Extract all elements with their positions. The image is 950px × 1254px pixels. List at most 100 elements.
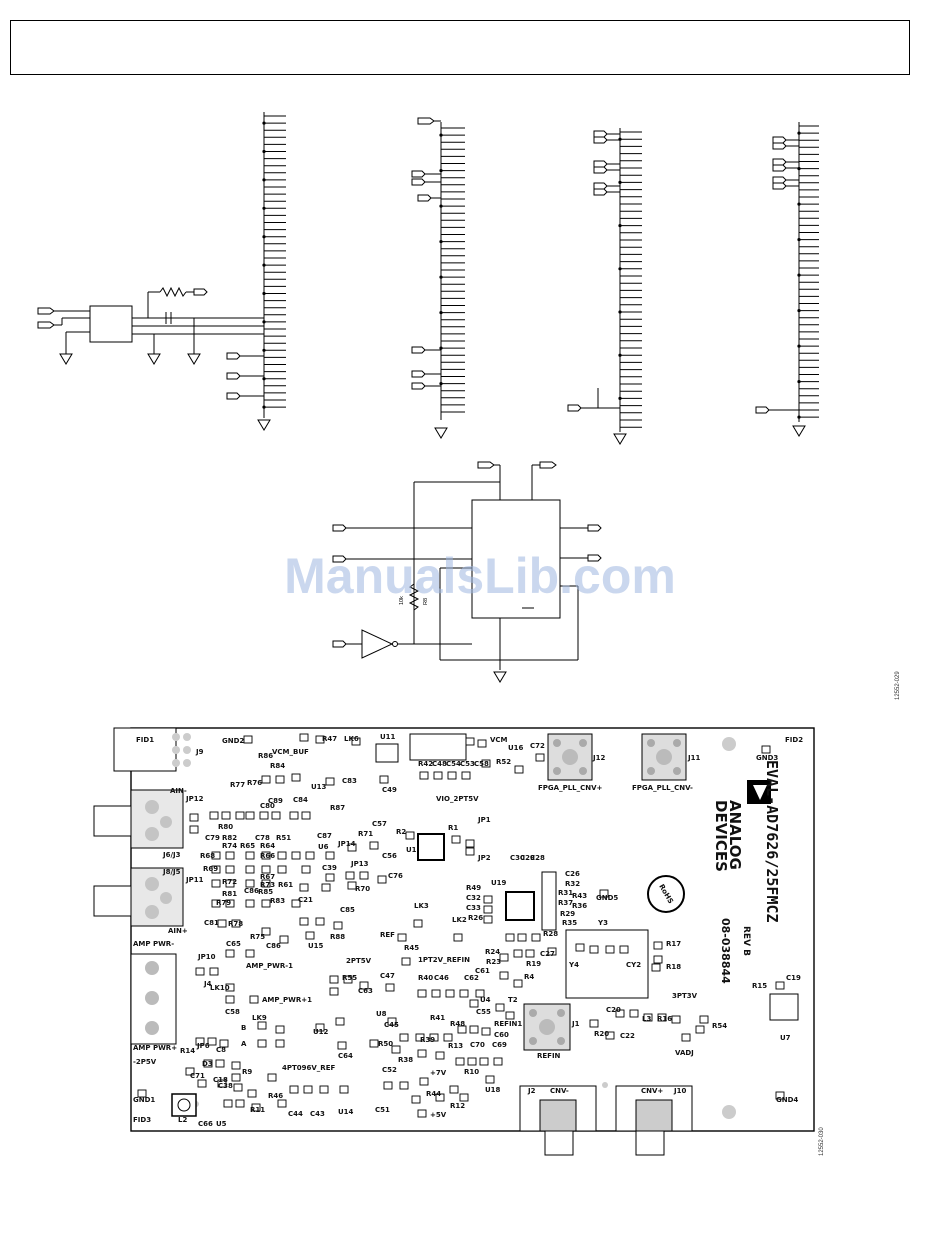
silk-label: C39: [322, 864, 337, 872]
silk-label: REF: [380, 931, 395, 939]
silk-label: C21: [298, 896, 313, 904]
silk-label: R42: [418, 760, 433, 768]
silk-label: C45: [384, 1021, 399, 1029]
silk-label: C65: [226, 940, 241, 948]
silk-label: C29: [520, 854, 535, 862]
silk-label: L2: [178, 1116, 187, 1124]
silk-label: +5V: [430, 1111, 447, 1119]
silk-label: J2: [527, 1087, 536, 1095]
silk-label: AIN-: [170, 787, 187, 795]
silk-label: R46: [268, 1092, 283, 1100]
silk-label: R39: [420, 1036, 435, 1044]
resistor-ref-label: R8: [423, 598, 429, 605]
silk-label: J4: [203, 980, 212, 988]
silk-label: R38: [398, 1056, 413, 1064]
silk-label: R18: [666, 963, 681, 971]
silk-label: R83: [270, 897, 285, 905]
silk-label: +7V: [430, 1069, 447, 1077]
silk-label: CNV-: [550, 1087, 569, 1095]
silk-label: C18: [213, 1076, 228, 1084]
silk-label: AMP PWR-: [133, 940, 174, 948]
silk-label: R54: [712, 1022, 727, 1030]
silk-label: R4: [524, 973, 534, 981]
silk-label: LK2: [452, 916, 467, 924]
silk-label: 1PT2V_REFIN: [418, 956, 470, 964]
silk-label: C54: [446, 760, 461, 768]
silk-label: GND2: [222, 737, 244, 745]
pcb-figure-number: 12552-030: [819, 1127, 825, 1156]
silk-label: C84: [293, 796, 308, 804]
silk-label: R11: [250, 1106, 265, 1114]
silk-label: C80: [260, 802, 275, 810]
silk-label: C33: [466, 904, 481, 912]
silk-label: R65: [240, 842, 255, 850]
silk-label: R88: [330, 933, 345, 941]
silk-label: A: [241, 1040, 247, 1048]
connector-column-2: [411, 117, 465, 439]
silk-label: JP13: [350, 860, 369, 868]
board-title: EVAL-AD7626/25FMCZ: [763, 760, 781, 923]
brand-line1: ANALOG: [726, 800, 744, 870]
silk-label: U5: [216, 1120, 227, 1128]
silk-label: GND5: [596, 894, 618, 902]
silk-label: C30: [510, 854, 525, 862]
silk-label: JP2: [477, 854, 491, 862]
brand-line2: DEVICES: [712, 800, 730, 872]
connector-column-4: [755, 122, 819, 437]
silk-label: R64: [260, 842, 275, 850]
silk-label: J9: [195, 748, 204, 756]
analog-devices-logo: [747, 780, 771, 804]
silk-label: R52: [496, 758, 511, 766]
silk-label: R69: [203, 865, 218, 873]
header-frame: [10, 20, 910, 75]
silk-label: CNV+: [641, 1087, 663, 1095]
board-revision: REV B: [741, 926, 751, 956]
silk-label: R43: [572, 892, 587, 900]
silk-label: R10: [464, 1068, 479, 1076]
silk-label: LK6: [344, 735, 359, 743]
silk-label: C72: [530, 742, 545, 750]
silk-label: U12: [313, 1028, 329, 1036]
silk-label: D3: [202, 1060, 213, 1068]
silk-label: R51: [276, 834, 291, 842]
silk-label: R9: [242, 1068, 252, 1076]
silk-label: R73: [260, 881, 275, 889]
silk-label: R40: [418, 974, 433, 982]
silk-label: U11: [380, 733, 396, 741]
board-part-number: 08-038844: [719, 918, 732, 984]
silk-label: C43: [310, 1110, 325, 1118]
silk-label: GND3: [756, 754, 778, 762]
silk-label: R48: [450, 1020, 465, 1028]
schematic-figure-number: 12552-029: [895, 671, 901, 700]
silk-label: C63: [358, 987, 373, 995]
silk-label: U18: [485, 1086, 501, 1094]
silk-label: R15: [752, 982, 767, 990]
silk-label: R45: [404, 944, 419, 952]
silk-label: R81: [222, 890, 237, 898]
silk-label: R13: [448, 1042, 463, 1050]
silk-label: VCM: [490, 736, 508, 744]
silk-label: C64: [338, 1052, 353, 1060]
silk-label: REFIN: [537, 1052, 561, 1060]
silk-label: C55: [476, 1008, 491, 1016]
silk-label: FPGA_PLL_CNV+: [538, 784, 603, 792]
silk-label: R82: [222, 834, 237, 842]
silk-label: R19: [526, 960, 541, 968]
silk-label: C19: [786, 974, 801, 982]
silk-label: LK9: [252, 1014, 267, 1022]
silk-label: R47: [322, 735, 337, 743]
silk-label: JP12: [185, 795, 204, 803]
silk-label: C85: [340, 906, 355, 914]
silk-label: C78: [255, 834, 270, 842]
silk-label: R70: [355, 885, 370, 893]
silk-label: C58: [474, 760, 489, 768]
silk-label: R49: [466, 884, 481, 892]
silk-label: AMP PWR+: [133, 1044, 177, 1052]
resistor-value-label: 10k: [399, 596, 405, 605]
silk-label: C46: [434, 974, 449, 982]
silk-label: C62: [464, 974, 479, 982]
silk-label: C81: [204, 919, 219, 927]
silk-label: JP10: [197, 953, 216, 961]
silk-label: C38: [218, 1082, 233, 1090]
silk-label: R24: [485, 948, 500, 956]
